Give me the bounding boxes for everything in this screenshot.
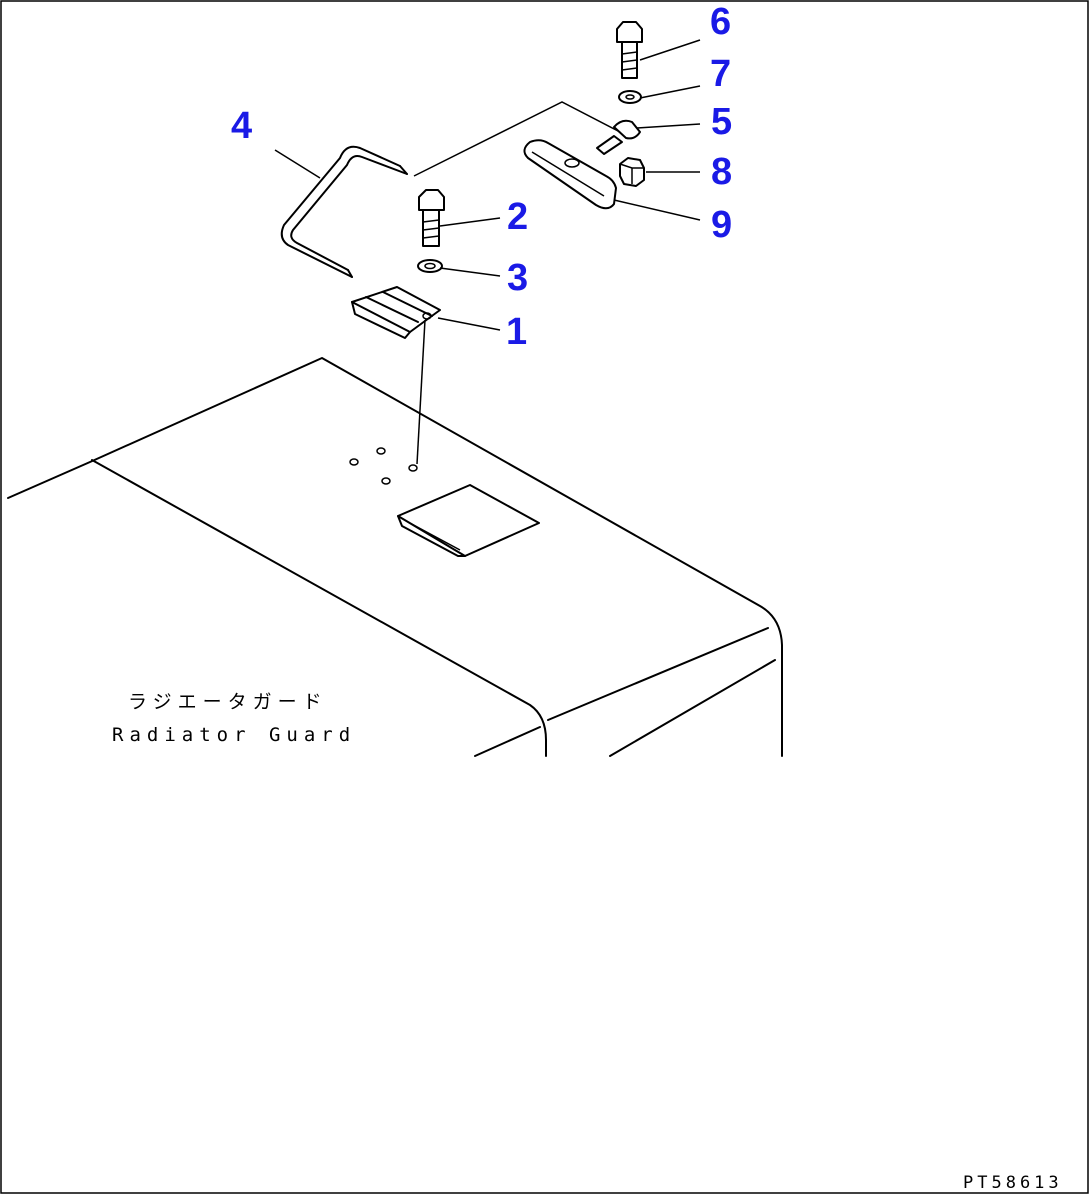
caption-japanese: ラジエータガード — [128, 691, 328, 713]
callout-5: 5 — [711, 101, 732, 143]
callout-1: 1 — [506, 311, 527, 353]
bracket-part — [351, 286, 441, 465]
caption-english: Radiator Guard — [112, 724, 356, 746]
handle-rod-part — [280, 145, 408, 278]
bolt-part — [418, 189, 445, 247]
callout-9: 9 — [711, 204, 732, 246]
lock-washer-part — [618, 90, 642, 104]
washer-part — [417, 259, 443, 273]
radiator-guard-body — [7, 357, 783, 757]
upper-bolt-part — [616, 21, 643, 79]
mounting-hole — [408, 464, 418, 472]
access-cover — [397, 484, 540, 557]
callout-7: 7 — [710, 53, 731, 95]
callout-8: 8 — [711, 151, 732, 193]
mounting-hole — [381, 477, 391, 485]
drawing-code: PT58613 — [963, 1173, 1063, 1193]
callout-6: 6 — [710, 1, 731, 43]
nut-part — [619, 157, 645, 187]
grip-handle-part — [523, 139, 617, 210]
callout-3: 3 — [507, 257, 528, 299]
callout-4: 4 — [231, 105, 252, 147]
leader-lines — [274, 39, 701, 331]
mounting-hole — [349, 458, 359, 466]
wing-fastener-part — [596, 119, 641, 155]
mounting-hole — [376, 447, 386, 455]
callout-2: 2 — [507, 196, 528, 238]
